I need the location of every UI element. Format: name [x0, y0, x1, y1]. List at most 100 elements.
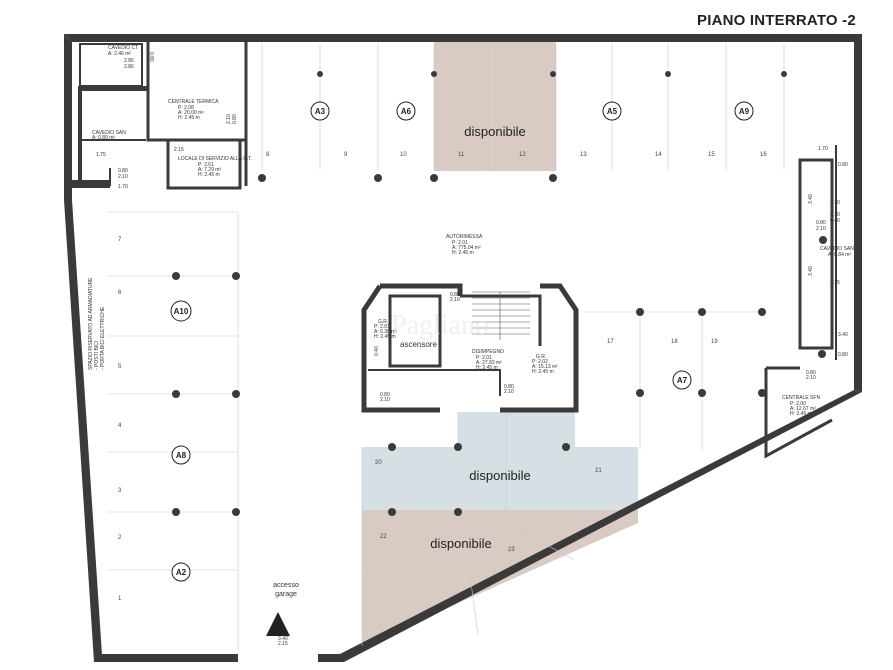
room-detail: A: 0.89 m²	[92, 135, 115, 141]
svg-text:2.15: 2.15	[278, 641, 288, 647]
spot-numbers-right: 17 18 19	[607, 339, 718, 345]
svg-text:1.70: 1.70	[818, 146, 828, 152]
inner-walls	[79, 42, 837, 459]
spot-number: 9	[344, 152, 348, 158]
room-detail: A: 2.46 m²	[108, 51, 131, 57]
svg-text:3.40: 3.40	[278, 636, 288, 642]
room-detail: P: 2.01	[452, 240, 468, 246]
svg-text:2.10: 2.10	[816, 226, 826, 232]
room-name: CENTRALE SFN	[782, 395, 820, 401]
room-name: AUTORIMESSA	[446, 234, 483, 240]
lot-label: A2	[176, 568, 187, 577]
room-name: CENTRALE TERMICA	[168, 99, 219, 105]
spot-number: 3	[118, 488, 122, 494]
room-detail: H: 2.45 m	[452, 250, 474, 256]
spot-number: 12	[519, 152, 526, 158]
room-detail: A: 27.83 m²	[476, 360, 502, 366]
room-name: CAVEDIO SAN	[820, 246, 854, 252]
room-detail: A: 15.13 m²	[532, 364, 558, 370]
spot-number: 22	[380, 534, 387, 540]
lot-label: A8	[176, 451, 187, 460]
svg-text:3.40: 3.40	[838, 332, 848, 338]
spot-number: 7	[118, 237, 122, 243]
lot-label: A6	[401, 107, 412, 116]
svg-text:0.80: 0.80	[450, 292, 460, 298]
spot-number: 23	[508, 547, 515, 553]
outer-walls	[64, 34, 862, 662]
svg-text:0.80: 0.80	[806, 370, 816, 376]
spot-number: 5	[118, 364, 122, 370]
lot-markers: A3 A6 A5 A9 A10 A8 A2 A7	[170, 101, 754, 582]
svg-text:1.75: 1.75	[96, 152, 106, 158]
room-detail: P: 2.02	[532, 359, 548, 365]
svg-text:- POSTI BICI: - POSTI BICI	[94, 341, 100, 370]
svg-text:2.10: 2.10	[504, 389, 514, 395]
room-detail: P: 2.01	[476, 355, 492, 361]
access-label: garage	[275, 591, 297, 598]
spot-number: 21	[595, 468, 602, 474]
room-detail: A: 0.84 m²	[828, 252, 851, 258]
svg-text:3.40: 3.40	[808, 266, 814, 276]
spot-numbers-left: 7 6 5 4 3 2 1	[118, 237, 122, 602]
dimension-labels: 2.86 0.80 2.15 1.75 2.10 0.80 0.80 2.10 …	[96, 52, 848, 647]
spot-number: 20	[375, 460, 382, 466]
svg-text:2.10: 2.10	[226, 114, 232, 124]
spot-number: 19	[711, 339, 718, 345]
available-label-blue: disponibile	[469, 468, 530, 483]
lot-label: A9	[739, 107, 750, 116]
svg-text:2.15: 2.15	[174, 147, 184, 153]
spot-number: 11	[458, 152, 465, 158]
spot-number: 4	[118, 423, 122, 429]
svg-text:1.70: 1.70	[118, 184, 128, 190]
room-name: CAVEDIO SAN	[92, 130, 126, 136]
svg-text:3.40: 3.40	[808, 194, 814, 204]
svg-text:- PORTA BICI ELETTRICHE: - PORTA BICI ELETTRICHE	[100, 306, 106, 370]
available-label-bottom: disponibile	[430, 536, 491, 551]
lot-label: A5	[607, 107, 618, 116]
svg-text:0.80: 0.80	[838, 352, 848, 358]
svg-text:0.80: 0.80	[232, 114, 238, 124]
side-note: SPAZIO RISERVATO AD ARMADIATURE - POSTI …	[88, 277, 106, 370]
lot-label: A7	[677, 376, 688, 385]
room-name: DISIMPEGNO	[472, 349, 504, 355]
spot-number: 10	[400, 152, 407, 158]
svg-text:0.80: 0.80	[816, 220, 826, 226]
svg-text:0.40: 0.40	[374, 346, 380, 356]
spot-number: 17	[607, 339, 614, 345]
svg-text:2.10: 2.10	[830, 212, 840, 218]
access-label: accesso	[273, 582, 299, 589]
room-detail: H: 2.45 m	[178, 115, 200, 121]
room-detail: A: 775.04 m²	[452, 245, 481, 251]
room-detail: H: 2.45 m	[532, 369, 554, 375]
spot-number: 8	[266, 152, 270, 158]
available-area-blue[interactable]	[362, 412, 638, 510]
svg-text:SPAZIO RISERVATO AD ARMADIATUR: SPAZIO RISERVATO AD ARMADIATURE	[88, 277, 94, 370]
svg-text:0.80: 0.80	[380, 392, 390, 398]
svg-text:0.80: 0.80	[838, 162, 848, 168]
spot-number: 1	[118, 596, 122, 602]
lot-label: A3	[315, 107, 326, 116]
room-name: G.R.	[536, 354, 546, 360]
room-name: LOCALE DI SERVIZIO ALLA C.T.	[178, 156, 252, 162]
spot-number: 15	[708, 152, 715, 158]
spot-numbers-top: 8 9 10 11 12 13 14 15 16	[266, 152, 767, 158]
svg-text:2.15: 2.15	[830, 280, 840, 286]
svg-text:2.10: 2.10	[806, 375, 816, 381]
lot-label: A10	[174, 307, 189, 316]
room-name: G.R.	[378, 319, 388, 325]
svg-text:2.10: 2.10	[118, 174, 128, 180]
svg-text:0.80: 0.80	[504, 384, 514, 390]
room-name: CAVEDIO CT	[108, 45, 138, 51]
watermark: Pagliano	[391, 310, 489, 341]
svg-text:2.10: 2.10	[450, 297, 460, 303]
room-detail: A: 20.00 m²	[178, 110, 204, 116]
elevator-label: ascensore	[400, 340, 437, 349]
svg-text:0.40: 0.40	[830, 218, 840, 224]
svg-text:2.86: 2.86	[124, 64, 134, 70]
room-detail: P: 2.01	[374, 324, 390, 330]
stairs	[472, 291, 530, 340]
room-detail: A: 6.36 m²	[374, 329, 397, 335]
svg-text:0.80: 0.80	[148, 52, 154, 62]
room-detail: A: 12.67 m²	[790, 406, 816, 412]
